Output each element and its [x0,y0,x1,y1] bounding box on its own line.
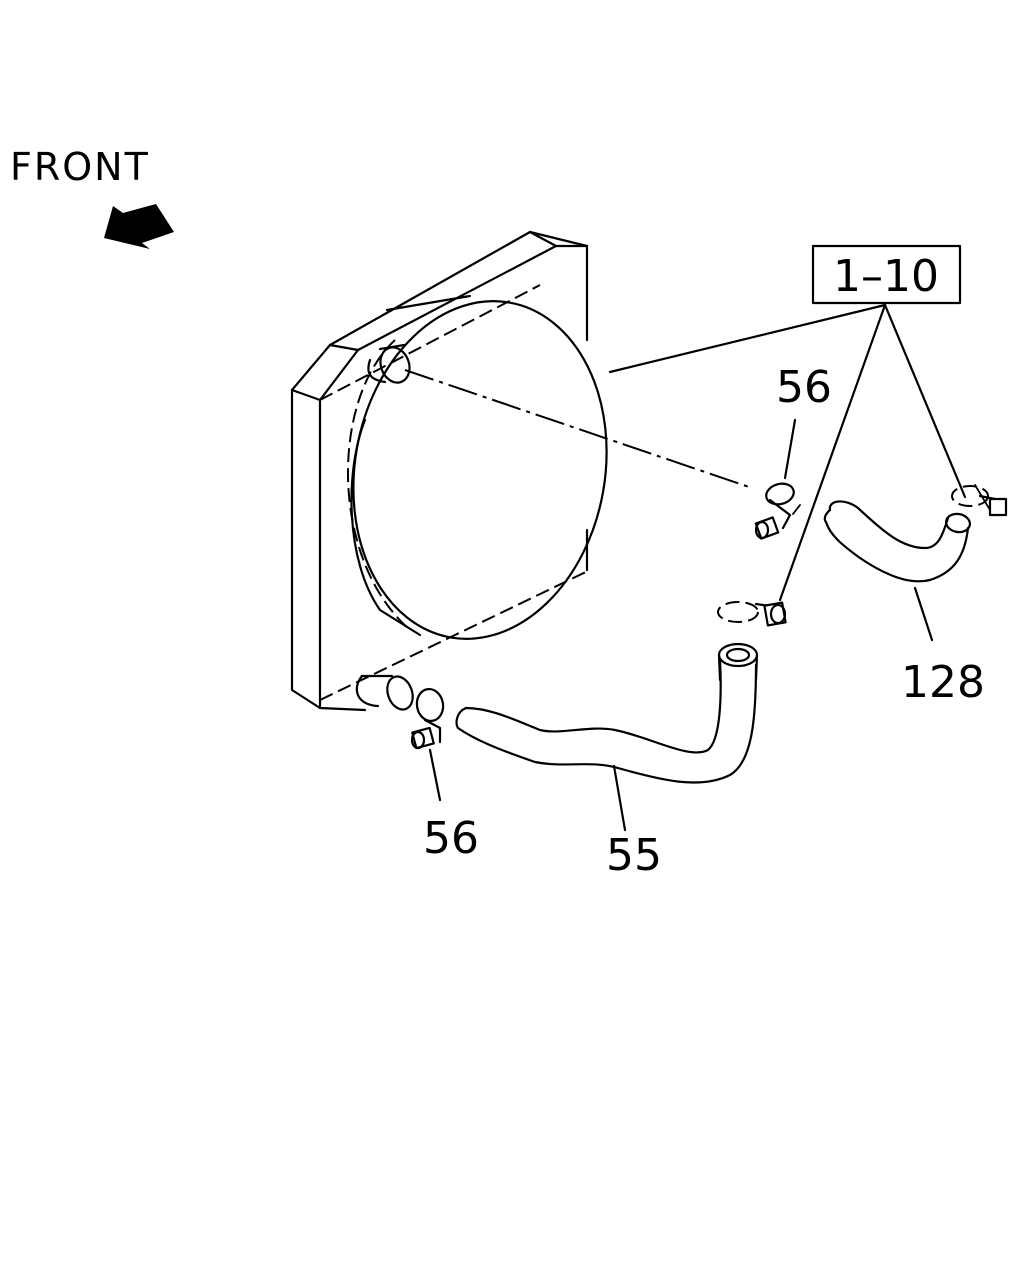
centerline [404,369,753,489]
callout-clamp-lower: 56 [423,813,479,864]
reference-box: 1–10 [778,244,967,602]
hose-clamp-128 [951,484,1008,517]
radiator-shroud [290,230,887,712]
callout-hose-upper: 128 [901,657,985,708]
hose-clamp-55-top [717,601,787,627]
hose-clamp-upper [754,418,801,540]
reference-box-label: 1–10 [833,251,939,302]
hose-clamp-lower [410,687,445,802]
hose-128 [823,500,972,642]
front-arrow-icon [104,204,174,249]
callout-hose-lower: 55 [606,830,662,881]
callout-clamp-upper: 56 [776,362,832,413]
front-label: FRONT [10,145,150,189]
hose-55 [455,642,759,832]
